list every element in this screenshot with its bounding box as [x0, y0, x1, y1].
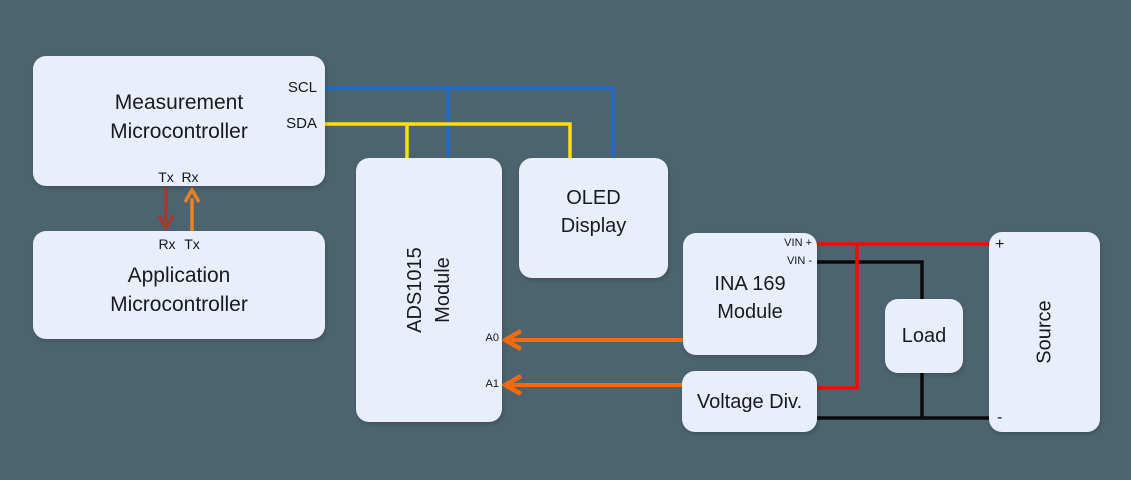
- voltage-divider-box: Voltage Div.: [682, 371, 817, 432]
- source-plus-label: +: [995, 236, 1005, 253]
- load-label: Load: [901, 325, 947, 347]
- measurement-tx-port-label: Tx: [158, 169, 174, 185]
- oled-display-box: OLED Display: [519, 158, 668, 278]
- measurement-mcu-label: Measurement Microcontroller: [110, 90, 248, 143]
- rx-to-tx-arrow: [183, 186, 201, 232]
- oled-display-label: OLED Display: [560, 187, 627, 237]
- a1-port-label: A1: [485, 378, 499, 390]
- application-mcu-label: Application Microcontroller: [110, 263, 248, 316]
- sda-port-label: SDA: [286, 115, 317, 132]
- scl-port-label: SCL: [287, 79, 317, 96]
- ads1015-label: ADS1015 Module: [404, 247, 454, 333]
- ads1015-box: ADS1015 Module: [356, 158, 502, 422]
- vin-plus-wire: [815, 242, 991, 390]
- application-tx-port-label: Tx: [184, 236, 200, 252]
- tx-to-rx-arrow: [157, 187, 175, 232]
- a0-port-label: A0: [485, 332, 499, 344]
- voltage-divider-label: Voltage Div.: [696, 390, 803, 413]
- a1-arrowhead: [500, 374, 523, 396]
- a0-arrowhead: [500, 329, 523, 351]
- load-box: Load: [885, 299, 963, 373]
- ina169-box: INA 169 Module: [683, 233, 817, 355]
- vin-minus-port-label: VIN -: [786, 255, 812, 267]
- source-minus-label: -: [997, 409, 1003, 426]
- measurement-mcu-box: Measurement Microcontroller: [33, 56, 325, 186]
- measurement-rx-port-label: Rx: [181, 169, 199, 185]
- ground-wire: [815, 260, 991, 420]
- ina169-label: INA 169 Module: [714, 273, 786, 323]
- source-box: Source: [989, 232, 1100, 432]
- source-label: Source: [1033, 300, 1056, 364]
- application-mcu-box: Application Microcontroller: [33, 231, 325, 339]
- sda-wire: [322, 122, 572, 161]
- application-rx-port-label: Rx: [158, 236, 176, 252]
- vin-plus-port-label: VIN +: [784, 237, 812, 249]
